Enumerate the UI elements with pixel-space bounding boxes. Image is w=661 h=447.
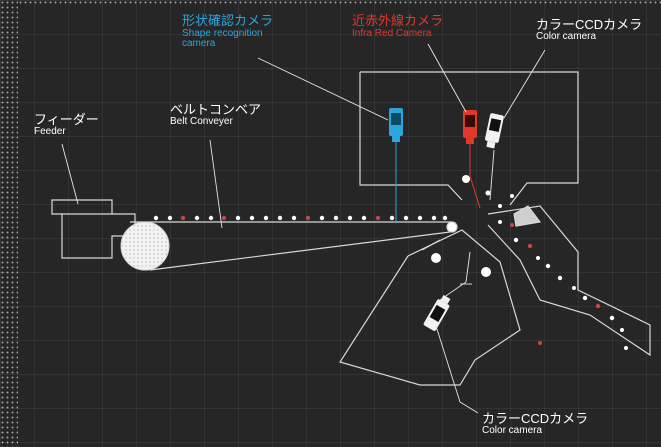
ccd-camera-bottom-label-jp: カラーCCDカメラ (482, 411, 589, 426)
shape-camera-label-jp: 形状確認カメラ (182, 13, 274, 28)
reject-chute (487, 205, 651, 357)
dotted-border-top (18, 0, 661, 5)
leader-lines (61, 43, 546, 414)
feeder (51, 199, 136, 259)
feeder-label-jp: フィーダー (34, 112, 99, 127)
feeder-label: フィーダー Feeder (34, 113, 99, 137)
falling-items (431, 175, 628, 350)
belt-conveyer (130, 221, 458, 271)
ccd-camera-bottom-icon (423, 294, 451, 331)
dotted-border-left (0, 0, 18, 447)
shape-recognition-camera-icon (389, 108, 403, 142)
belt-conveyer-label-jp: ベルトコンベア (170, 102, 262, 117)
ir-camera-label: 近赤外線カメラ Infra Red Camera (352, 14, 443, 39)
accept-chute (339, 229, 521, 386)
infra-red-camera-icon (463, 110, 477, 144)
ccd-camera-top-icon (485, 113, 504, 149)
belt-conveyer-label-en: Belt Conveyer (170, 116, 233, 127)
ccd-camera-top-label-en: Color camera (536, 31, 597, 42)
shape-camera-label: 形状確認カメラ Shape recognition camera (182, 14, 273, 49)
ccd-camera-bottom-label-en: Color camera (482, 425, 543, 436)
upper-camera-housing (359, 71, 579, 206)
ccd-camera-top-label-jp: カラーCCDカメラ (536, 17, 643, 32)
belt-conveyer-label: ベルトコンベア Belt Conveyer (170, 103, 261, 127)
feeder-label-en: Feeder (34, 126, 66, 137)
conveyer-drum (120, 221, 170, 271)
camera-beams (395, 142, 495, 301)
belt-items (153, 215, 448, 221)
shape-camera-label-en2: camera (182, 38, 216, 49)
ccd-camera-top-label: カラーCCDカメラ Color camera (536, 18, 642, 42)
ir-camera-label-en: Infra Red Camera (352, 28, 432, 39)
shape-camera-label-en1: Shape recognition (182, 28, 263, 39)
ccd-camera-bottom-label: カラーCCDカメラ Color camera (482, 412, 588, 436)
ir-camera-label-jp: 近赤外線カメラ (352, 13, 444, 28)
